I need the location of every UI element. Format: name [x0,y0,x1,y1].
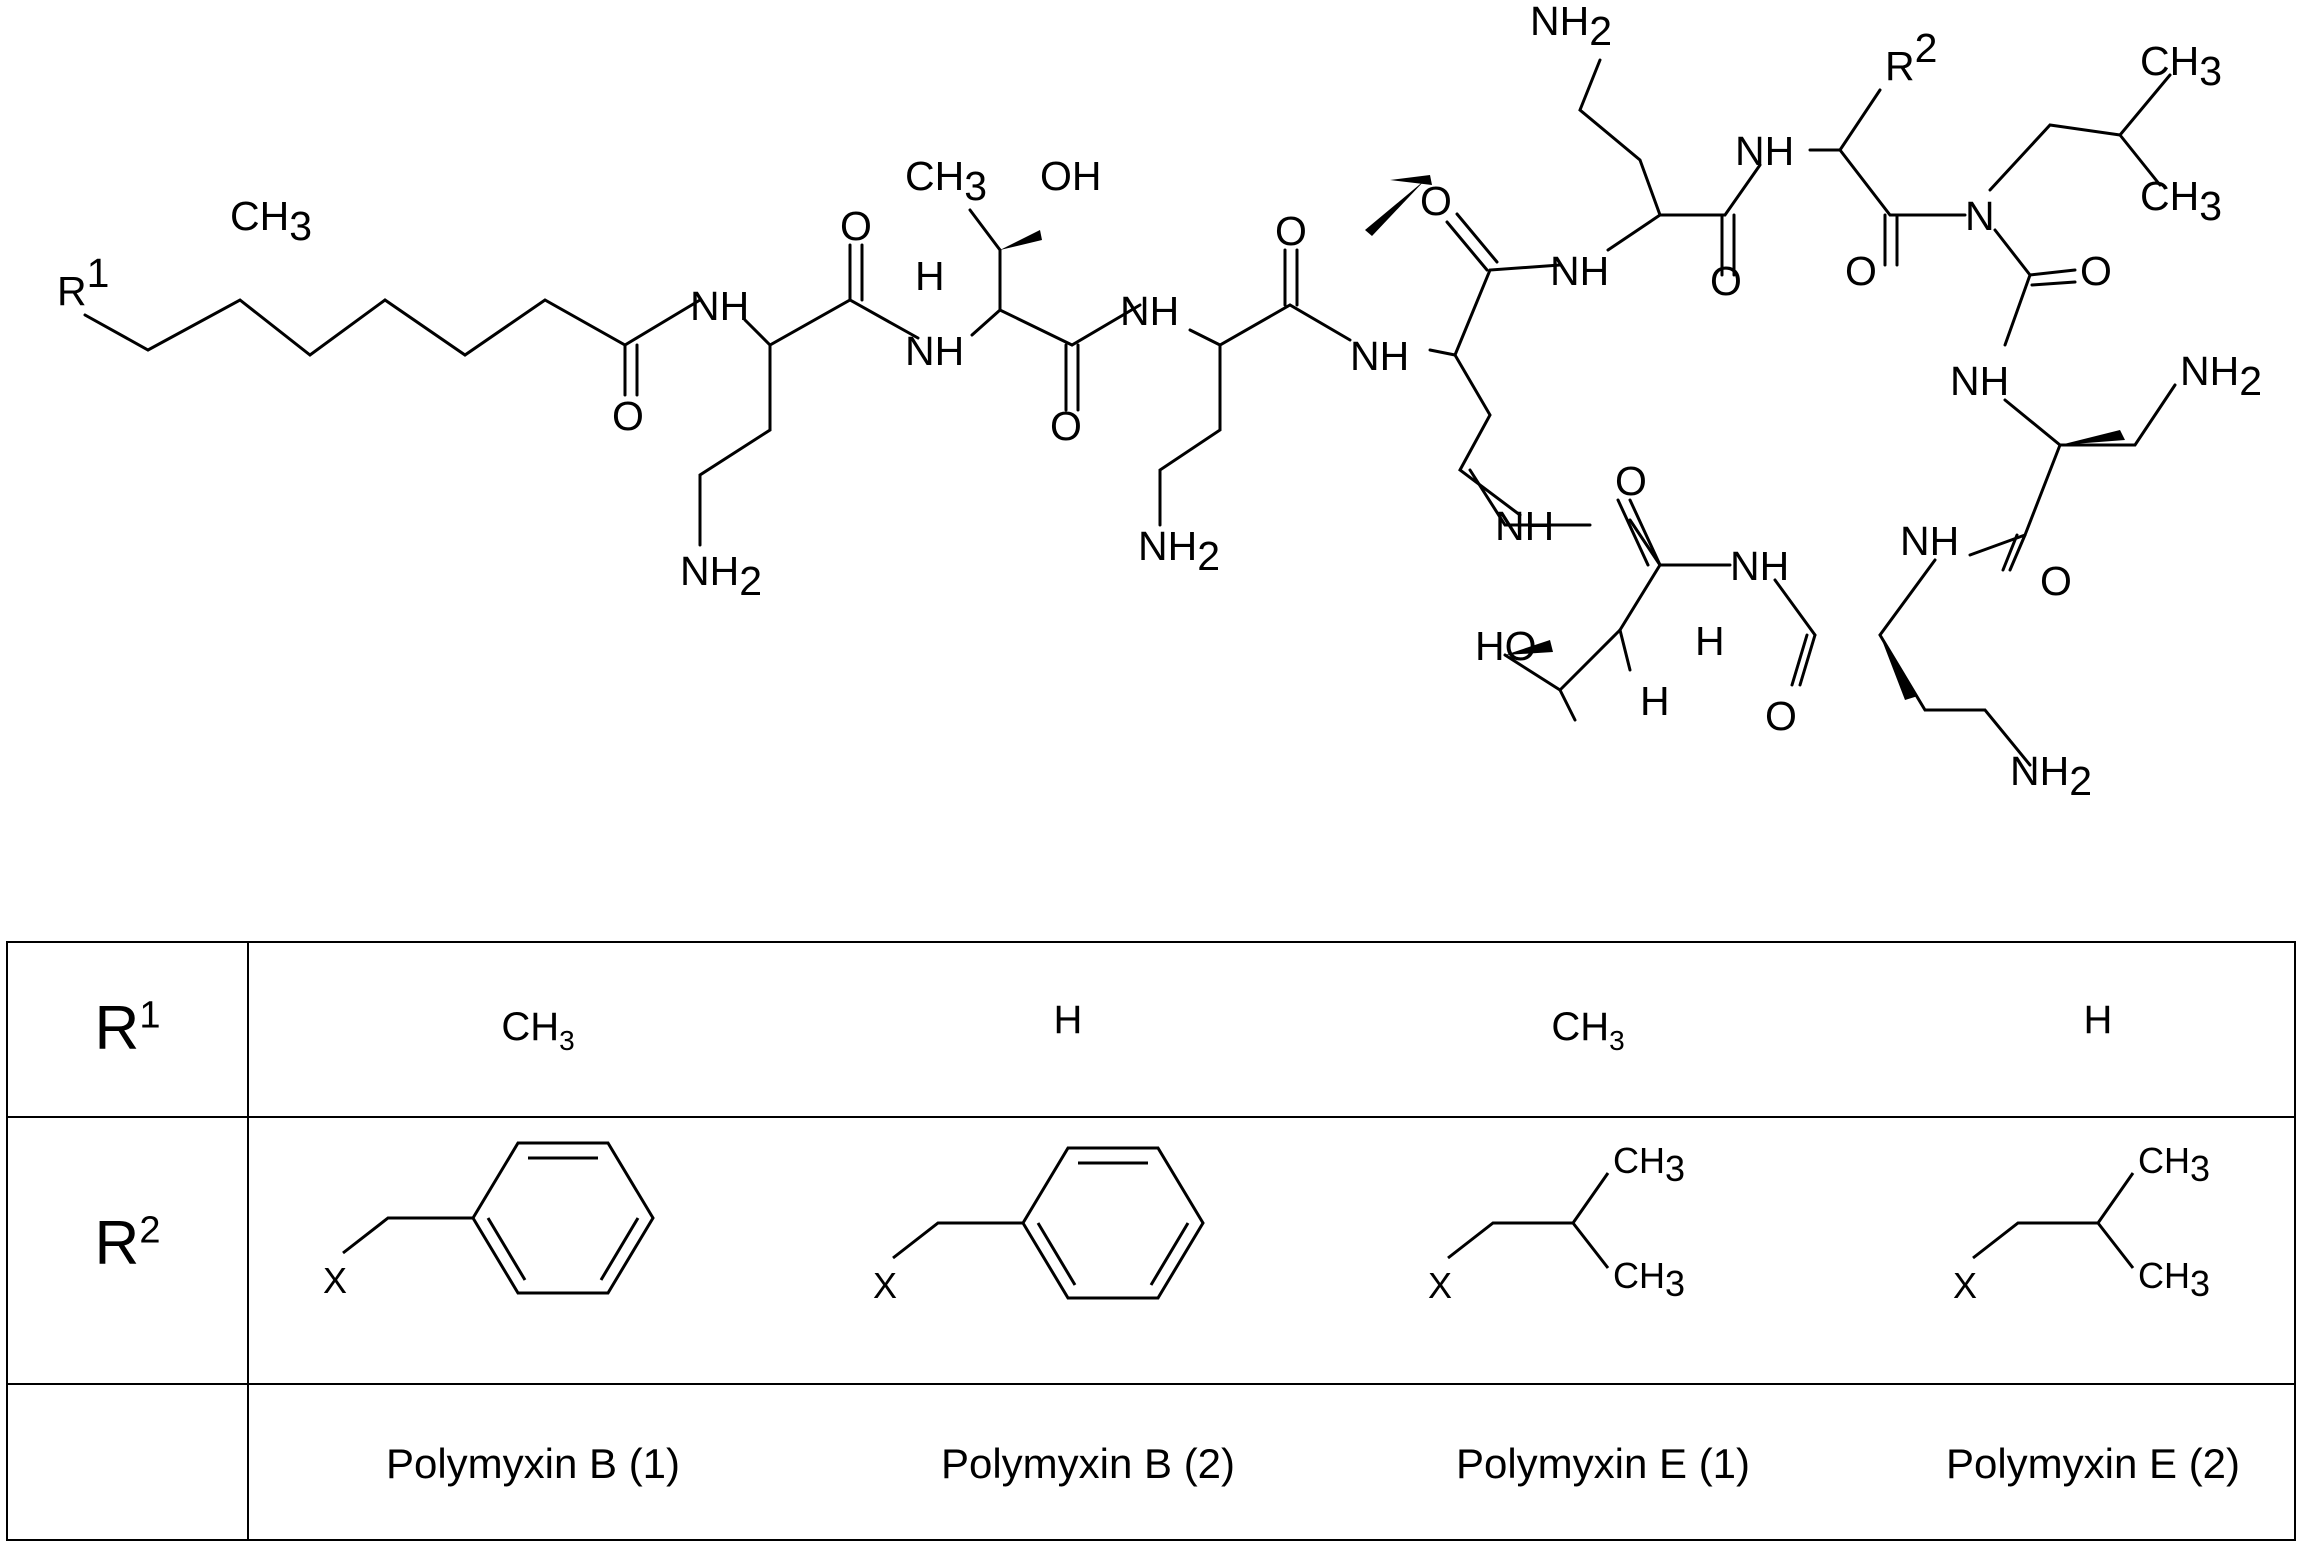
o-label: O [2040,558,2072,604]
r1-value-cell: H [1053,998,1083,1042]
nh-label: NH [905,328,964,374]
table-row-divider [8,1116,2294,1118]
x-label: X [1428,1265,1452,1306]
bond-lines [83,58,2177,767]
r1-value-cell: CH3 [501,1005,575,1056]
nh-label: NH [1730,543,1789,589]
o-label: O [1710,258,1742,304]
compound-name: Polymyxin E (2) [1945,1440,2241,1487]
nh2-label: NH2 [2010,748,2092,804]
h-label: H [915,253,945,299]
o-label: O [1615,458,1647,504]
nh2-label: NH2 [1138,523,1220,579]
ho-label: HO [1475,623,1537,669]
o-label: O [1845,248,1877,294]
nh2-label: NH2 [1530,0,1612,54]
x-label: X [1953,1265,1977,1306]
nh2-label: NH2 [680,548,762,604]
o-label: O [1420,178,1452,224]
nh-label: NH [1900,518,1959,564]
row-label-r1: R1 [94,994,161,1063]
stereo-wedges [1000,175,2125,700]
o-label: O [1765,693,1797,739]
table-column-divider [247,943,249,1539]
n-label: N [1965,193,1995,239]
nh-label: NH [1550,248,1609,294]
nh-label: NH [1495,503,1554,549]
row-label-r2: R2 [94,1209,161,1278]
o-label: O [840,203,872,249]
x-label: X [323,1260,347,1301]
ch3-label: CH3 [1613,1255,1685,1304]
x-label: X [873,1265,897,1306]
nh2-label: NH2 [2180,348,2262,404]
thr-ch3-label: CH3 [905,153,987,209]
r2-benzyl-structure: X [323,1141,655,1301]
nh-label: NH [690,283,749,329]
r1-value-cell: H [2083,998,2113,1042]
polymyxin-structure: R1 CH3 O NH O NH2 NH H CH3 OH O NH O NH2… [57,0,2262,804]
nh-label: NH [1120,288,1179,334]
ch3-label: CH3 [2138,1140,2210,1189]
h-label: H [1695,618,1725,664]
isobutyl-ch3-label: CH3 [2140,173,2222,229]
ch3-label: CH3 [2138,1255,2210,1304]
r2-label: R2 [1885,25,1937,89]
o-label: O [1050,403,1082,449]
o-label: O [2080,248,2112,294]
nh-label: NH [1350,333,1409,379]
oh-label: OH [1040,153,1102,199]
compound-name: Polymyxin B (1) [385,1440,681,1487]
compound-name: Polymyxin B (2) [940,1440,1236,1487]
compound-name: Polymyxin E (1) [1455,1440,1751,1487]
r2-benzyl-structure: X [873,1146,1205,1306]
o-label: O [1275,208,1307,254]
chain-ch3-label: CH3 [230,193,312,249]
nh-label: NH [1735,128,1794,174]
r1-value-cell: CH3 [1551,1005,1625,1056]
r1-label: R1 [57,250,109,314]
r2-isobutyl-structure: X CH3 CH3 [1428,1140,1685,1306]
nh-label: NH [1950,358,2009,404]
substituent-table: R1 R2 CH3 H CH3 H X X X CH3 CH3 X CH3 CH… [6,941,2296,1541]
h-label: H [1640,678,1670,724]
isobutyl-ch3-label: CH3 [2140,38,2222,94]
ch3-label: CH3 [1613,1140,1685,1189]
table-row-divider [8,1383,2294,1385]
r2-isobutyl-structure: X CH3 CH3 [1953,1140,2210,1306]
o-label: O [612,393,644,439]
